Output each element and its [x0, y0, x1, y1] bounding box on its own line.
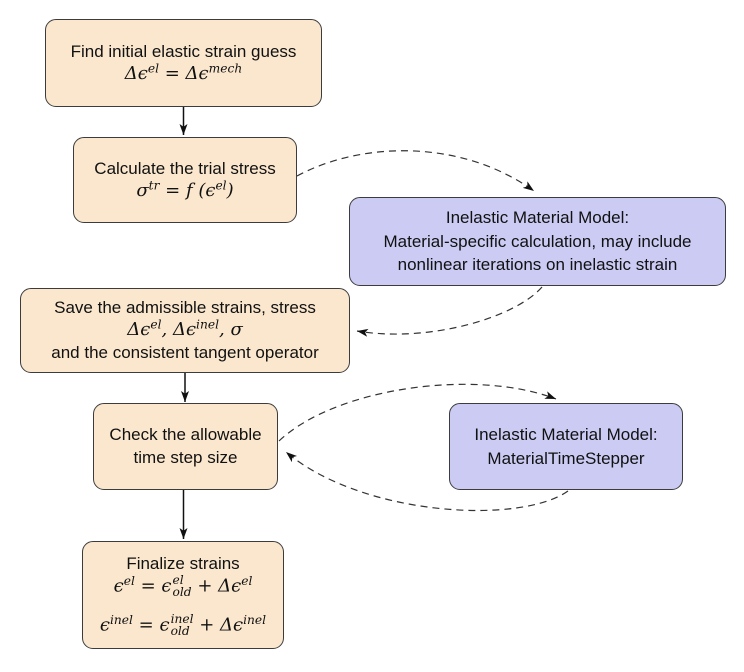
node-save-strains-equation: Δϵel, Δϵinel, σ [127, 317, 243, 341]
node-material-model-2: Inelastic Material Model: MaterialTimeSt… [449, 403, 683, 490]
node-check-step: Check the allowable time step size [93, 403, 278, 490]
node-initial-guess-title: Find initial elastic strain guess [70, 41, 297, 61]
node-material-model-1-line1: Inelastic Material Model: [445, 208, 630, 228]
node-trial-stress-equation: σtr = f (ϵel) [136, 178, 234, 201]
node-check-step-line2: time step size [133, 447, 238, 467]
node-save-strains: Save the admissible strains, stress Δϵel… [20, 288, 350, 373]
dashed-arrow-trial-to-model1 [296, 150, 535, 192]
node-material-model-2-line1: Inelastic Material Model: [474, 425, 658, 445]
node-save-strains-line3: and the consistent tangent operator [51, 342, 319, 362]
node-trial-stress: Calculate the trial stress σtr = f (ϵel) [73, 137, 297, 223]
node-initial-guess: Find initial elastic strain guess Δϵel =… [45, 19, 322, 107]
node-material-model-2-line2: MaterialTimeStepper [487, 448, 645, 468]
node-trial-stress-title: Calculate the trial stress [94, 158, 276, 178]
node-initial-guess-equation: Δϵel = Δϵmech [124, 61, 243, 84]
node-save-strains-title: Save the admissible strains, stress [54, 297, 316, 317]
node-material-model-1: Inelastic Material Model: Material-speci… [349, 197, 726, 286]
node-finalize-title: Finalize strains [126, 553, 240, 573]
node-material-model-1-line3: nonlinear iterations on inelastic strain [397, 255, 678, 275]
node-material-model-1-line2: Material-specific calculation, may inclu… [383, 231, 692, 251]
dashed-arrow-model1-to-save [356, 286, 543, 337]
node-check-step-line1: Check the allowable [109, 425, 262, 445]
